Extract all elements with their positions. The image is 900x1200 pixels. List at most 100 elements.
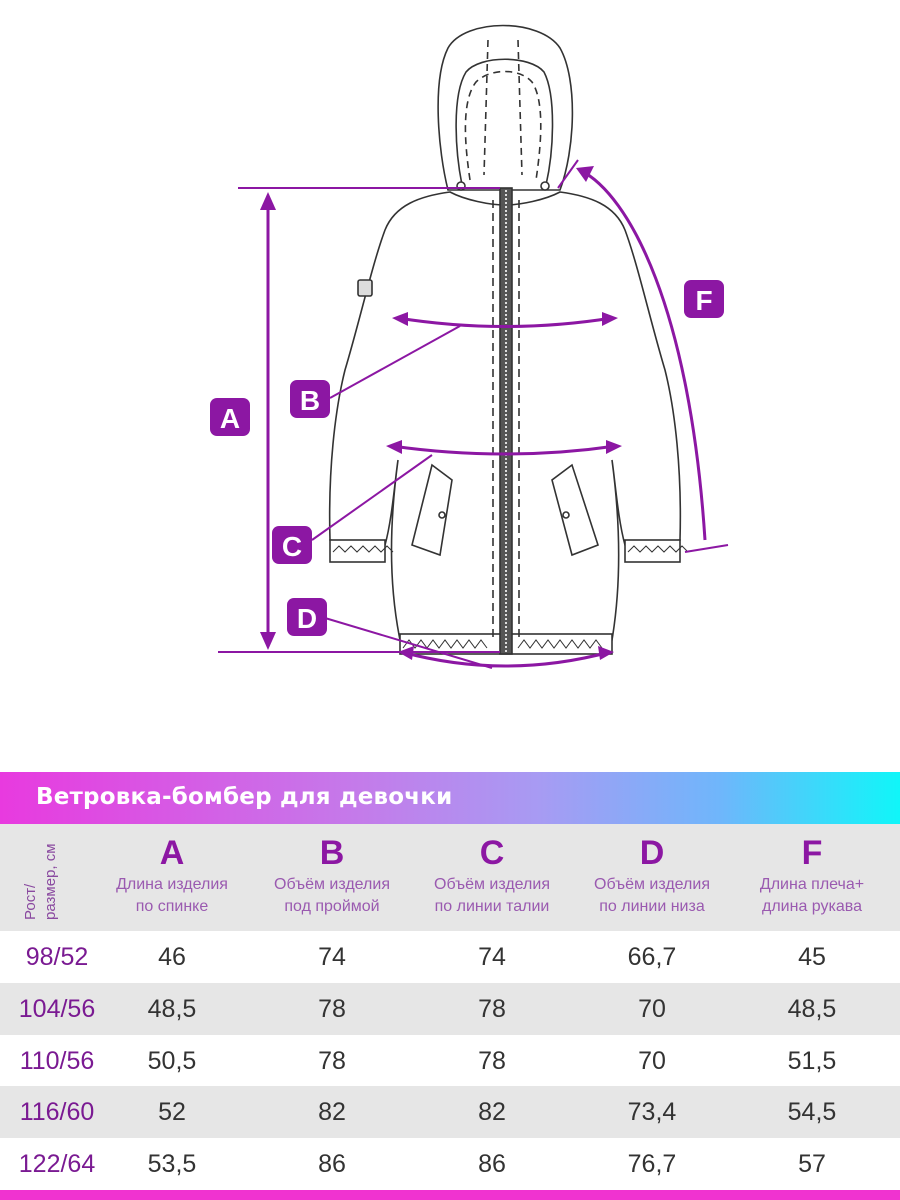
value-cell-d: 66,7 — [627, 943, 677, 971]
zipper — [499, 187, 513, 655]
right-drawcord-toggle — [540, 181, 550, 191]
size-cell: 110/56 — [19, 1047, 95, 1075]
value-cell-f: 45 — [798, 943, 826, 971]
value-cell-f: 57 — [798, 1150, 826, 1178]
table-row: 116/60 52 82 82 73,4 54,5 — [0, 1086, 900, 1138]
d-dimension-line — [401, 650, 611, 668]
hood-seam-dash — [464, 70, 542, 181]
value-cell-a: 46 — [158, 943, 186, 971]
value-cell-d: 70 — [638, 995, 666, 1023]
value-cell-f: 51,5 — [787, 1047, 837, 1075]
value-cell-d: 73,4 — [627, 1098, 677, 1126]
col-f-letter: F — [801, 834, 823, 872]
hood-center-seam-left — [483, 39, 489, 176]
value-cell-c: 78 — [478, 995, 506, 1023]
col-a-desc-line-1: Длина изделия — [116, 876, 228, 893]
tag-f: F — [684, 280, 724, 318]
col-c-letter: C — [479, 834, 505, 872]
d-arrow-left — [398, 646, 414, 660]
table-row: 104/56 48,5 78 78 70 48,5 — [0, 983, 900, 1035]
row-header-line-1: Рост/ — [22, 883, 39, 920]
tag-b: B — [290, 380, 330, 418]
value-cell-a: 53,5 — [147, 1150, 197, 1178]
title-banner: Ветровка-бомбер для девочки — [0, 772, 900, 824]
a-arrow-top — [260, 192, 276, 210]
b-dimension-line — [397, 316, 613, 328]
table-header — [0, 824, 900, 931]
col-d-desc: Объём изделия по линии низа — [572, 874, 732, 918]
bottom-accent-bar — [0, 1190, 900, 1200]
value-cell-a: 50,5 — [147, 1047, 197, 1075]
jacket-drawing — [328, 24, 689, 655]
col-a-desc-line-2: по спинке — [135, 898, 209, 915]
left-pocket — [411, 463, 453, 557]
col-b-desc: Объём изделия под проймой — [252, 874, 412, 918]
row-header-line-2: размер, см — [42, 843, 59, 920]
col-f-desc: Длина плеча+ длина рукава — [732, 874, 892, 918]
measurement-lines — [218, 159, 729, 669]
col-a-desc: Длина изделия по спинке — [92, 874, 252, 918]
f-arrow-top — [576, 166, 594, 182]
size-cell: 116/60 — [19, 1098, 95, 1126]
f-bottom-extension — [684, 544, 729, 553]
tag-d-text: D — [297, 603, 317, 634]
value-cell-b: 78 — [318, 1047, 346, 1075]
tag-b-text: B — [300, 385, 320, 416]
tag-c-text: C — [282, 531, 302, 562]
hem-zigzag-right — [517, 639, 603, 649]
c-dimension-line — [391, 444, 617, 456]
value-cell-f: 54,5 — [787, 1098, 837, 1126]
left-pocket-snap — [438, 511, 446, 519]
f-dimension-line — [579, 168, 707, 541]
value-cell-b: 78 — [318, 995, 346, 1023]
tag-f-text: F — [695, 285, 712, 316]
col-a-letter: A — [159, 834, 185, 872]
b-arrow-right — [602, 312, 618, 326]
value-cell-a: 52 — [158, 1098, 186, 1126]
size-cell: 98/52 — [25, 943, 89, 971]
b-arrow-left — [392, 312, 408, 326]
product-title: Ветровка-бомбер для девочки — [36, 784, 453, 810]
tag-a: A — [210, 398, 250, 436]
col-d-desc-line-1: Объём изделия — [594, 876, 710, 893]
c-leader — [311, 454, 433, 541]
value-cell-d: 70 — [638, 1047, 666, 1075]
col-c-desc: Объём изделия по линии талии — [412, 874, 572, 918]
col-f-desc-line-2: длина рукава — [762, 898, 862, 915]
col-d-letter: D — [639, 834, 665, 872]
right-cuff-zigzag — [627, 545, 689, 553]
table-row: 110/56 50,5 78 78 70 51,5 — [0, 1035, 900, 1087]
value-cell-c: 78 — [478, 1047, 506, 1075]
value-cell-a: 48,5 — [147, 995, 197, 1023]
col-b-desc-line-1: Объём изделия — [274, 876, 390, 893]
sleeve-patch — [357, 279, 373, 297]
c-arrow-left — [386, 440, 402, 454]
f-top-extension — [557, 159, 579, 189]
col-b-letter: B — [319, 834, 345, 872]
value-cell-c: 82 — [478, 1098, 506, 1126]
table-row: 122/64 53,5 86 86 76,7 57 — [0, 1138, 900, 1190]
tag-a-text: A — [220, 403, 240, 434]
d-arrow-right — [598, 646, 614, 660]
value-cell-f: 48,5 — [787, 995, 837, 1023]
left-cuff-zigzag — [332, 545, 394, 553]
col-d-desc-line-2: по линии низа — [599, 898, 705, 915]
d-leader — [324, 617, 493, 669]
table-row: 98/52 46 74 74 66,7 45 — [0, 931, 900, 983]
c-arrow-right — [606, 440, 622, 454]
value-cell-b: 82 — [318, 1098, 346, 1126]
right-pocket — [551, 463, 599, 557]
hood-inner — [455, 58, 554, 186]
col-f-desc-line-1: Длина плеча+ — [759, 876, 865, 893]
size-cell: 122/64 — [18, 1150, 96, 1178]
value-cell-c: 86 — [478, 1150, 506, 1178]
col-b-desc-line-2: под проймой — [284, 898, 380, 915]
value-cell-b: 74 — [318, 943, 346, 971]
col-c-desc-line-2: по линии талии — [434, 898, 550, 915]
jacket-measurement-diagram: A B C D F — [210, 24, 729, 669]
b-leader — [329, 325, 461, 399]
hood-center-seam-right — [517, 39, 523, 176]
value-cell-d: 76,7 — [627, 1150, 677, 1178]
size-cell: 104/56 — [18, 995, 96, 1023]
col-c-desc-line-1: Объём изделия — [434, 876, 550, 893]
